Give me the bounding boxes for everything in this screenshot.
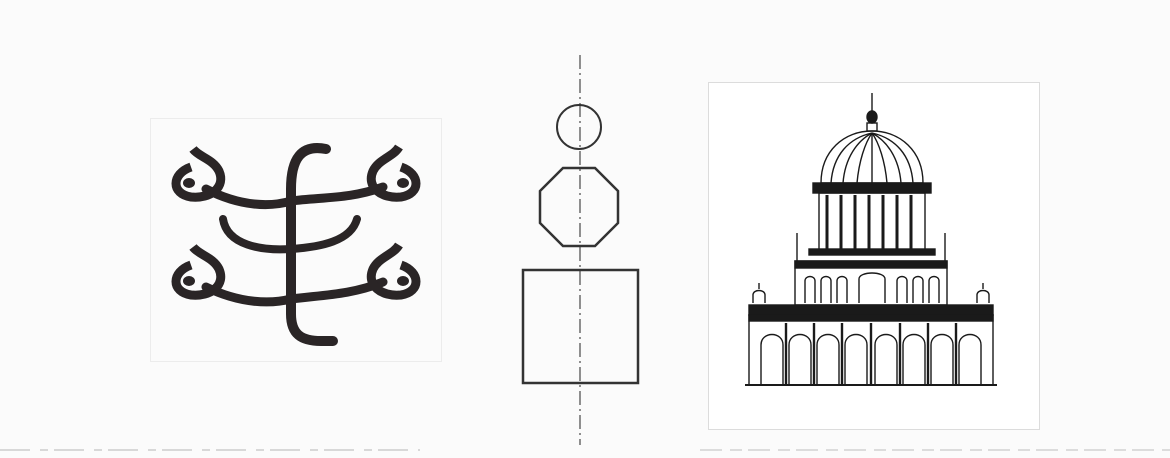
octagon-shape bbox=[540, 168, 618, 246]
scan-edge-artifact bbox=[0, 447, 1170, 453]
geometry-diagram bbox=[500, 55, 660, 445]
calligraphy-panel bbox=[150, 118, 442, 362]
geometry-panel bbox=[500, 55, 660, 445]
calligraphic-emblem-icon bbox=[151, 119, 441, 361]
domed-shrine-icon bbox=[709, 83, 1039, 429]
building-panel bbox=[708, 82, 1040, 430]
circle-shape bbox=[557, 105, 601, 149]
